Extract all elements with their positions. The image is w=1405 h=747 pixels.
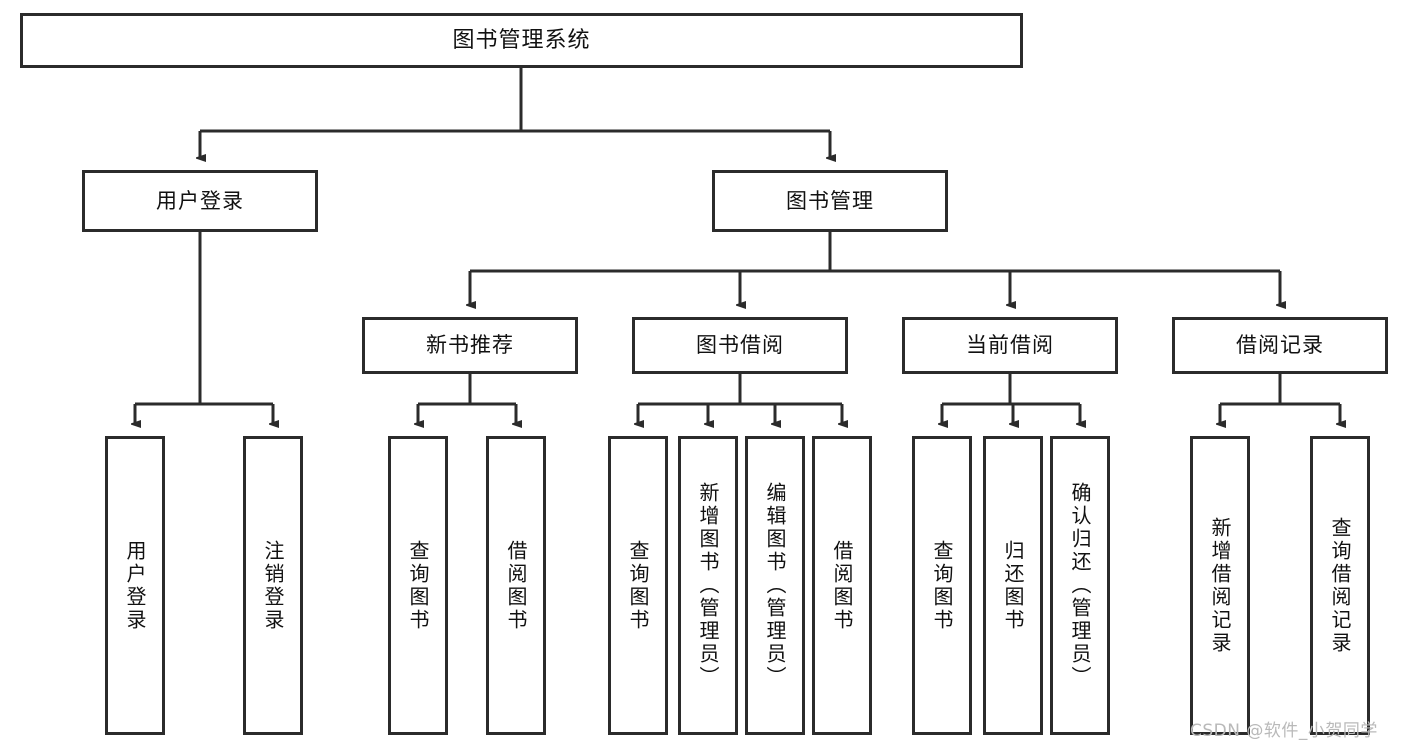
node-leaf-borrow-book-1-label: 借阅图书 bbox=[504, 539, 528, 632]
node-leaf-add-record-label: 新增借阅记录 bbox=[1208, 516, 1232, 655]
node-root-label: 图书管理系统 bbox=[452, 27, 591, 53]
node-root[interactable]: 图书管理系统 bbox=[20, 13, 1023, 68]
node-leaf-confirm-return-label: 确认归还（管理员） bbox=[1068, 482, 1092, 689]
node-user-login[interactable]: 用户登录 bbox=[82, 170, 318, 232]
node-leaf-query-book-1-label: 查询图书 bbox=[406, 539, 430, 632]
node-book-manage-label: 图书管理 bbox=[786, 188, 874, 213]
node-leaf-borrow-book-2-label: 借阅图书 bbox=[830, 539, 854, 632]
node-leaf-logout[interactable]: 注销登录 bbox=[243, 436, 303, 735]
node-new-book-recommend[interactable]: 新书推荐 bbox=[362, 317, 578, 374]
node-leaf-logout-label: 注销登录 bbox=[261, 539, 285, 632]
node-leaf-add-record[interactable]: 新增借阅记录 bbox=[1190, 436, 1250, 735]
node-borrow-record[interactable]: 借阅记录 bbox=[1172, 317, 1388, 374]
node-leaf-add-book[interactable]: 新增图书（管理员） bbox=[678, 436, 738, 735]
node-leaf-user-login[interactable]: 用户登录 bbox=[105, 436, 165, 735]
csdn-watermark: CSDN @软件_小贺同学 bbox=[1190, 721, 1378, 741]
node-book-manage[interactable]: 图书管理 bbox=[712, 170, 948, 232]
node-leaf-borrow-book-2[interactable]: 借阅图书 bbox=[812, 436, 872, 735]
node-leaf-borrow-book-1[interactable]: 借阅图书 bbox=[486, 436, 546, 735]
node-leaf-return-book-label: 归还图书 bbox=[1001, 539, 1025, 632]
node-leaf-query-book-2-label: 查询图书 bbox=[626, 539, 650, 632]
node-new-book-recommend-label: 新书推荐 bbox=[426, 333, 514, 358]
node-leaf-query-book-2[interactable]: 查询图书 bbox=[608, 436, 668, 735]
node-user-login-label: 用户登录 bbox=[156, 188, 244, 213]
node-current-borrow[interactable]: 当前借阅 bbox=[902, 317, 1118, 374]
node-leaf-query-record-label: 查询借阅记录 bbox=[1328, 516, 1352, 655]
node-leaf-query-book-1[interactable]: 查询图书 bbox=[388, 436, 448, 735]
node-leaf-query-book-3-label: 查询图书 bbox=[930, 539, 954, 632]
node-leaf-query-book-3[interactable]: 查询图书 bbox=[912, 436, 972, 735]
node-leaf-edit-book-label: 编辑图书（管理员） bbox=[763, 482, 787, 689]
node-leaf-return-book[interactable]: 归还图书 bbox=[983, 436, 1043, 735]
node-current-borrow-label: 当前借阅 bbox=[966, 333, 1054, 358]
node-leaf-confirm-return[interactable]: 确认归还（管理员） bbox=[1050, 436, 1110, 735]
node-leaf-edit-book[interactable]: 编辑图书（管理员） bbox=[745, 436, 805, 735]
node-book-borrow-label: 图书借阅 bbox=[696, 333, 784, 358]
node-borrow-record-label: 借阅记录 bbox=[1236, 333, 1324, 358]
node-leaf-query-record[interactable]: 查询借阅记录 bbox=[1310, 436, 1370, 735]
node-book-borrow[interactable]: 图书借阅 bbox=[632, 317, 848, 374]
node-leaf-add-book-label: 新增图书（管理员） bbox=[696, 482, 720, 689]
node-leaf-user-login-label: 用户登录 bbox=[123, 539, 147, 632]
